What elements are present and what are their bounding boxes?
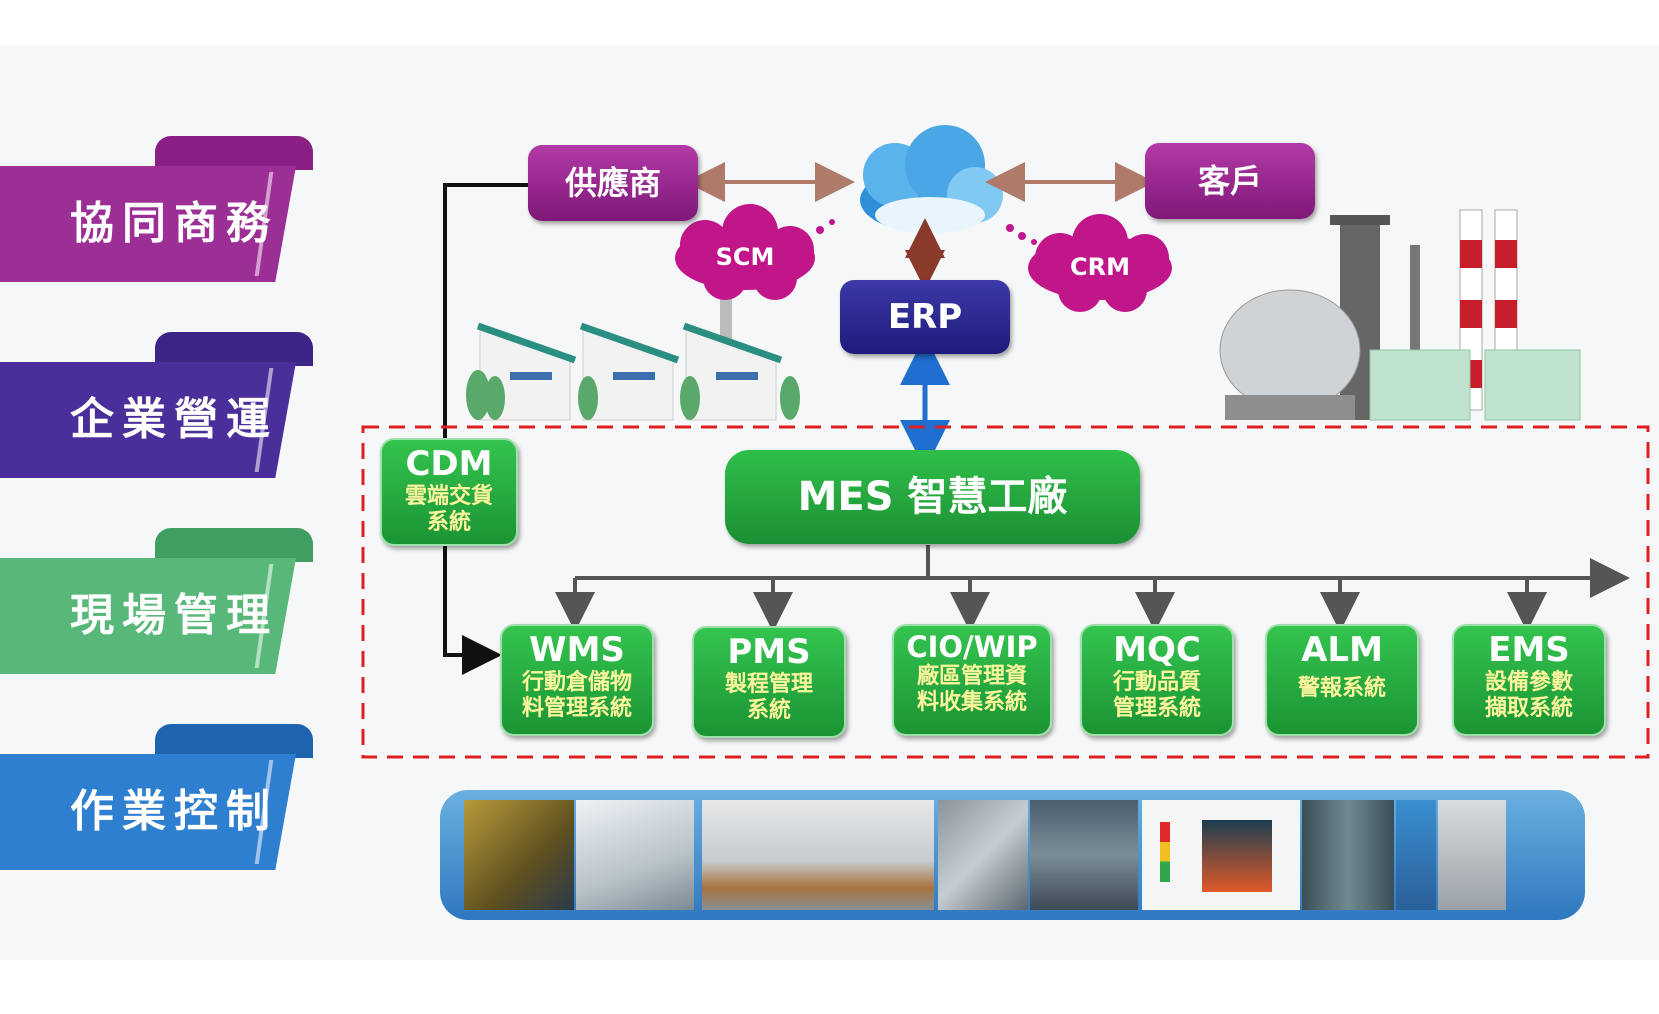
cdm-subtitle-line1: 雲端交貨 xyxy=(404,484,493,509)
tier-band xyxy=(0,558,296,674)
tier-band xyxy=(0,166,296,282)
tier-shopfloor-management: 現場管理 xyxy=(0,528,313,674)
module-desc-line1: 廠區管理資 xyxy=(916,664,1027,689)
module-desc-line1: 製程管理 xyxy=(724,672,813,697)
module-pms: PMS 製程管理 系統 xyxy=(692,626,846,738)
module-title: PMS xyxy=(727,632,811,672)
machine-tool-photo xyxy=(576,800,694,910)
module-desc-line2: 料管理系統 xyxy=(521,696,632,721)
tier-operation-control: 作業控制 xyxy=(0,724,313,870)
module-title: CIO/WIP xyxy=(906,630,1038,664)
module-desc-line2: 擷取系統 xyxy=(1484,696,1573,721)
tier-tab xyxy=(155,528,313,562)
tier-label: 企業營運 xyxy=(70,394,278,445)
machining-photo xyxy=(938,800,1028,910)
module-desc-line1: 行動倉儲物 xyxy=(521,670,632,695)
tier-tab xyxy=(155,332,313,366)
gateway-device-photo xyxy=(1438,800,1506,910)
supplier-node: 供應商 xyxy=(528,145,698,221)
supplier-wms-link xyxy=(443,183,530,675)
module-title: EMS xyxy=(1488,630,1570,670)
module-ems: EMS 設備參數 擷取系統 xyxy=(1452,624,1606,736)
module-desc-line1: 警報系統 xyxy=(1297,676,1386,701)
module-alm: ALM 警報系統 xyxy=(1265,624,1419,736)
signal-tower-photo xyxy=(1142,800,1300,910)
module-desc-line1: 設備參數 xyxy=(1484,670,1573,695)
mes-distribution-bus xyxy=(555,545,1630,632)
warehouse-photo xyxy=(464,800,574,910)
module-wms: WMS 行動倉儲物 料管理系統 xyxy=(500,624,654,736)
module-desc-line2: 系統 xyxy=(746,698,791,723)
plant-illustration xyxy=(1219,209,1581,421)
crm-label: CRM xyxy=(1070,253,1130,281)
scm-label: SCM xyxy=(715,243,775,271)
tier-band xyxy=(0,362,296,478)
tier-tab xyxy=(155,136,313,170)
module-desc-line1: 行動品質 xyxy=(1112,670,1201,695)
module-cio-wip: CIO/WIP 廠區管理資 料收集系統 xyxy=(892,624,1052,736)
customer-node: 客戶 xyxy=(1145,143,1315,219)
tier-collaborative-commerce: 協同商務 xyxy=(0,136,313,282)
mes-node: MES 智慧工廠 xyxy=(725,450,1140,544)
module-title: ALM xyxy=(1301,630,1383,670)
factory-illustration xyxy=(466,270,800,421)
module-desc-line2: 料收集系統 xyxy=(916,690,1027,715)
cloud-icon xyxy=(860,125,1003,233)
scm-cloud-shape xyxy=(675,204,835,300)
module-mqc: MQC 行動品質 管理系統 xyxy=(1080,624,1234,736)
equipment-photo-strip xyxy=(440,790,1585,920)
tier-label: 協同商務 xyxy=(70,198,278,249)
module-title: MQC xyxy=(1113,630,1201,670)
monitor-screens-photo xyxy=(1030,800,1138,910)
tier-enterprise-operations: 企業營運 xyxy=(0,332,313,478)
crm-cloud-shape xyxy=(1006,214,1172,312)
erp-node: ERP xyxy=(840,280,1010,354)
tier-label: 作業控制 xyxy=(70,786,278,837)
plc-photo xyxy=(1302,800,1394,910)
production-line-photo xyxy=(702,800,934,910)
tier-tab xyxy=(155,724,313,758)
cdm-node: CDM 雲端交貨 系統 xyxy=(380,438,518,546)
io-module-photo xyxy=(1396,800,1436,910)
module-desc-line2: 管理系統 xyxy=(1112,696,1201,721)
module-title: WMS xyxy=(529,630,625,670)
tier-label: 現場管理 xyxy=(70,590,278,641)
tier-band xyxy=(0,754,296,870)
cdm-title: CDM xyxy=(405,444,493,484)
cdm-subtitle-line2: 系統 xyxy=(426,510,471,535)
